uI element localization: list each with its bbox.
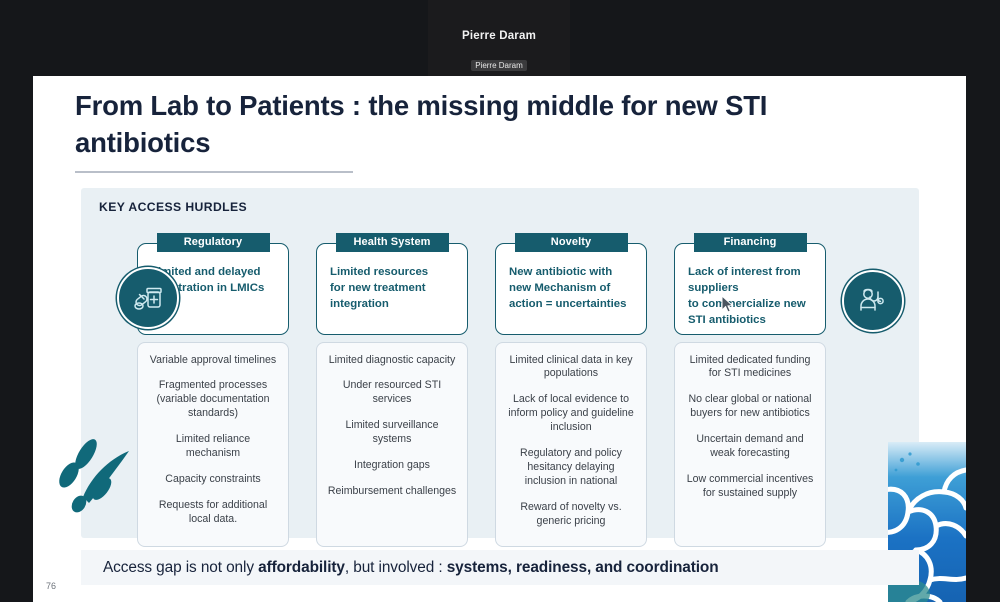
column-tab-label[interactable]: Financing [693,233,807,252]
title-divider [75,171,353,173]
banner-bold-systems: systems, readiness, and coordination [446,558,719,576]
list-item: Limited surveillance systems [345,419,439,446]
mouse-cursor [721,295,734,313]
presentation-slide: From Lab to Patients : the missing middl… [33,76,966,602]
participant-display-name: Pierre Daram [462,30,536,42]
list-item: Limited diagnostic capacity [328,353,456,366]
key-access-hurdles-panel: KEY ACCESS HURDLES [81,188,919,547]
list-item: Regulatory and policy hesitancy delaying… [520,447,622,488]
participant-name-badge: Pierre Daram [471,60,527,71]
list-item: Limited dedicated funding for STI medici… [689,353,811,380]
banner-bold-affordability: affordability [258,558,345,576]
hurdle-column-financing: Financing Lack of interest from supplier… [674,233,826,547]
column-headline: Limited resources for new treatment inte… [330,265,429,310]
decorative-leaf-mark [59,439,129,513]
banner-middle: , but involved : [344,558,447,576]
list-item: Limited reliance mechanism [175,433,251,460]
hurdle-column-novelty: Novelty New antibiotic with new Mechanis… [495,233,647,547]
list-item: Requests for additional local data. [158,499,268,526]
column-headline-box: Lack of interest from suppliers to comme… [674,242,826,335]
participant-name-badge-wrap: Pierre Daram [428,55,570,73]
list-item: Uncertain demand and weak forecasting [696,433,804,460]
list-item: No clear global or national buyers for n… [688,393,812,420]
column-headline: Lack of interest from suppliers to comme… [688,265,806,327]
list-item: Reimbursement challenges [327,485,457,498]
column-tab-label[interactable]: Novelty [514,233,628,252]
list-item: Integration gaps [354,459,430,472]
summary-banner: Access gap is not only affordability, bu… [81,550,919,585]
list-item: Low commercial incentives for sustained … [686,473,814,500]
column-detail-box: Limited clinical data in key populations… [495,341,647,547]
column-headline-box: Limited resources for new treatment inte… [316,242,468,335]
panel-heading: KEY ACCESS HURDLES [99,200,248,214]
list-item: Variable approval timelines [149,353,277,366]
list-item: Reward of novelty vs. generic pricing [520,501,622,528]
hurdle-column-health-system: Health System Limited resources for new … [316,233,468,547]
column-detail-box: Limited dedicated funding for STI medici… [674,341,826,547]
summary-banner-text: Access gap is not only affordability, bu… [103,559,719,577]
list-item: Capacity constraints [165,473,261,486]
banner-prefix: Access gap is not only [103,558,259,576]
list-item: Lack of local evidence to inform policy … [508,393,634,434]
medicine-bottle-pills-icon [117,267,179,329]
slide-title: From Lab to Patients : the missing middl… [75,90,768,158]
list-item: Under resourced STI services [342,379,442,406]
column-headline: New antibiotic with new Mechanism of act… [509,265,627,310]
participant-video-tile[interactable]: Pierre Daram Pierre Daram [428,0,570,77]
column-tab-label[interactable]: Health System [335,233,449,252]
list-item: Limited clinical data in key populations [509,353,633,380]
healthcare-worker-stethoscope-icon [842,270,904,332]
column-detail-box: Variable approval timelines Fragmented p… [137,341,289,547]
column-tab-label[interactable]: Regulatory [156,233,270,252]
column-headline-box: New antibiotic with new Mechanism of act… [495,242,647,335]
slide-page-number: 76 [46,581,57,591]
column-detail-box: Limited diagnostic capacity Under resour… [316,341,468,547]
list-item: Fragmented processes (variable documenta… [156,379,270,420]
